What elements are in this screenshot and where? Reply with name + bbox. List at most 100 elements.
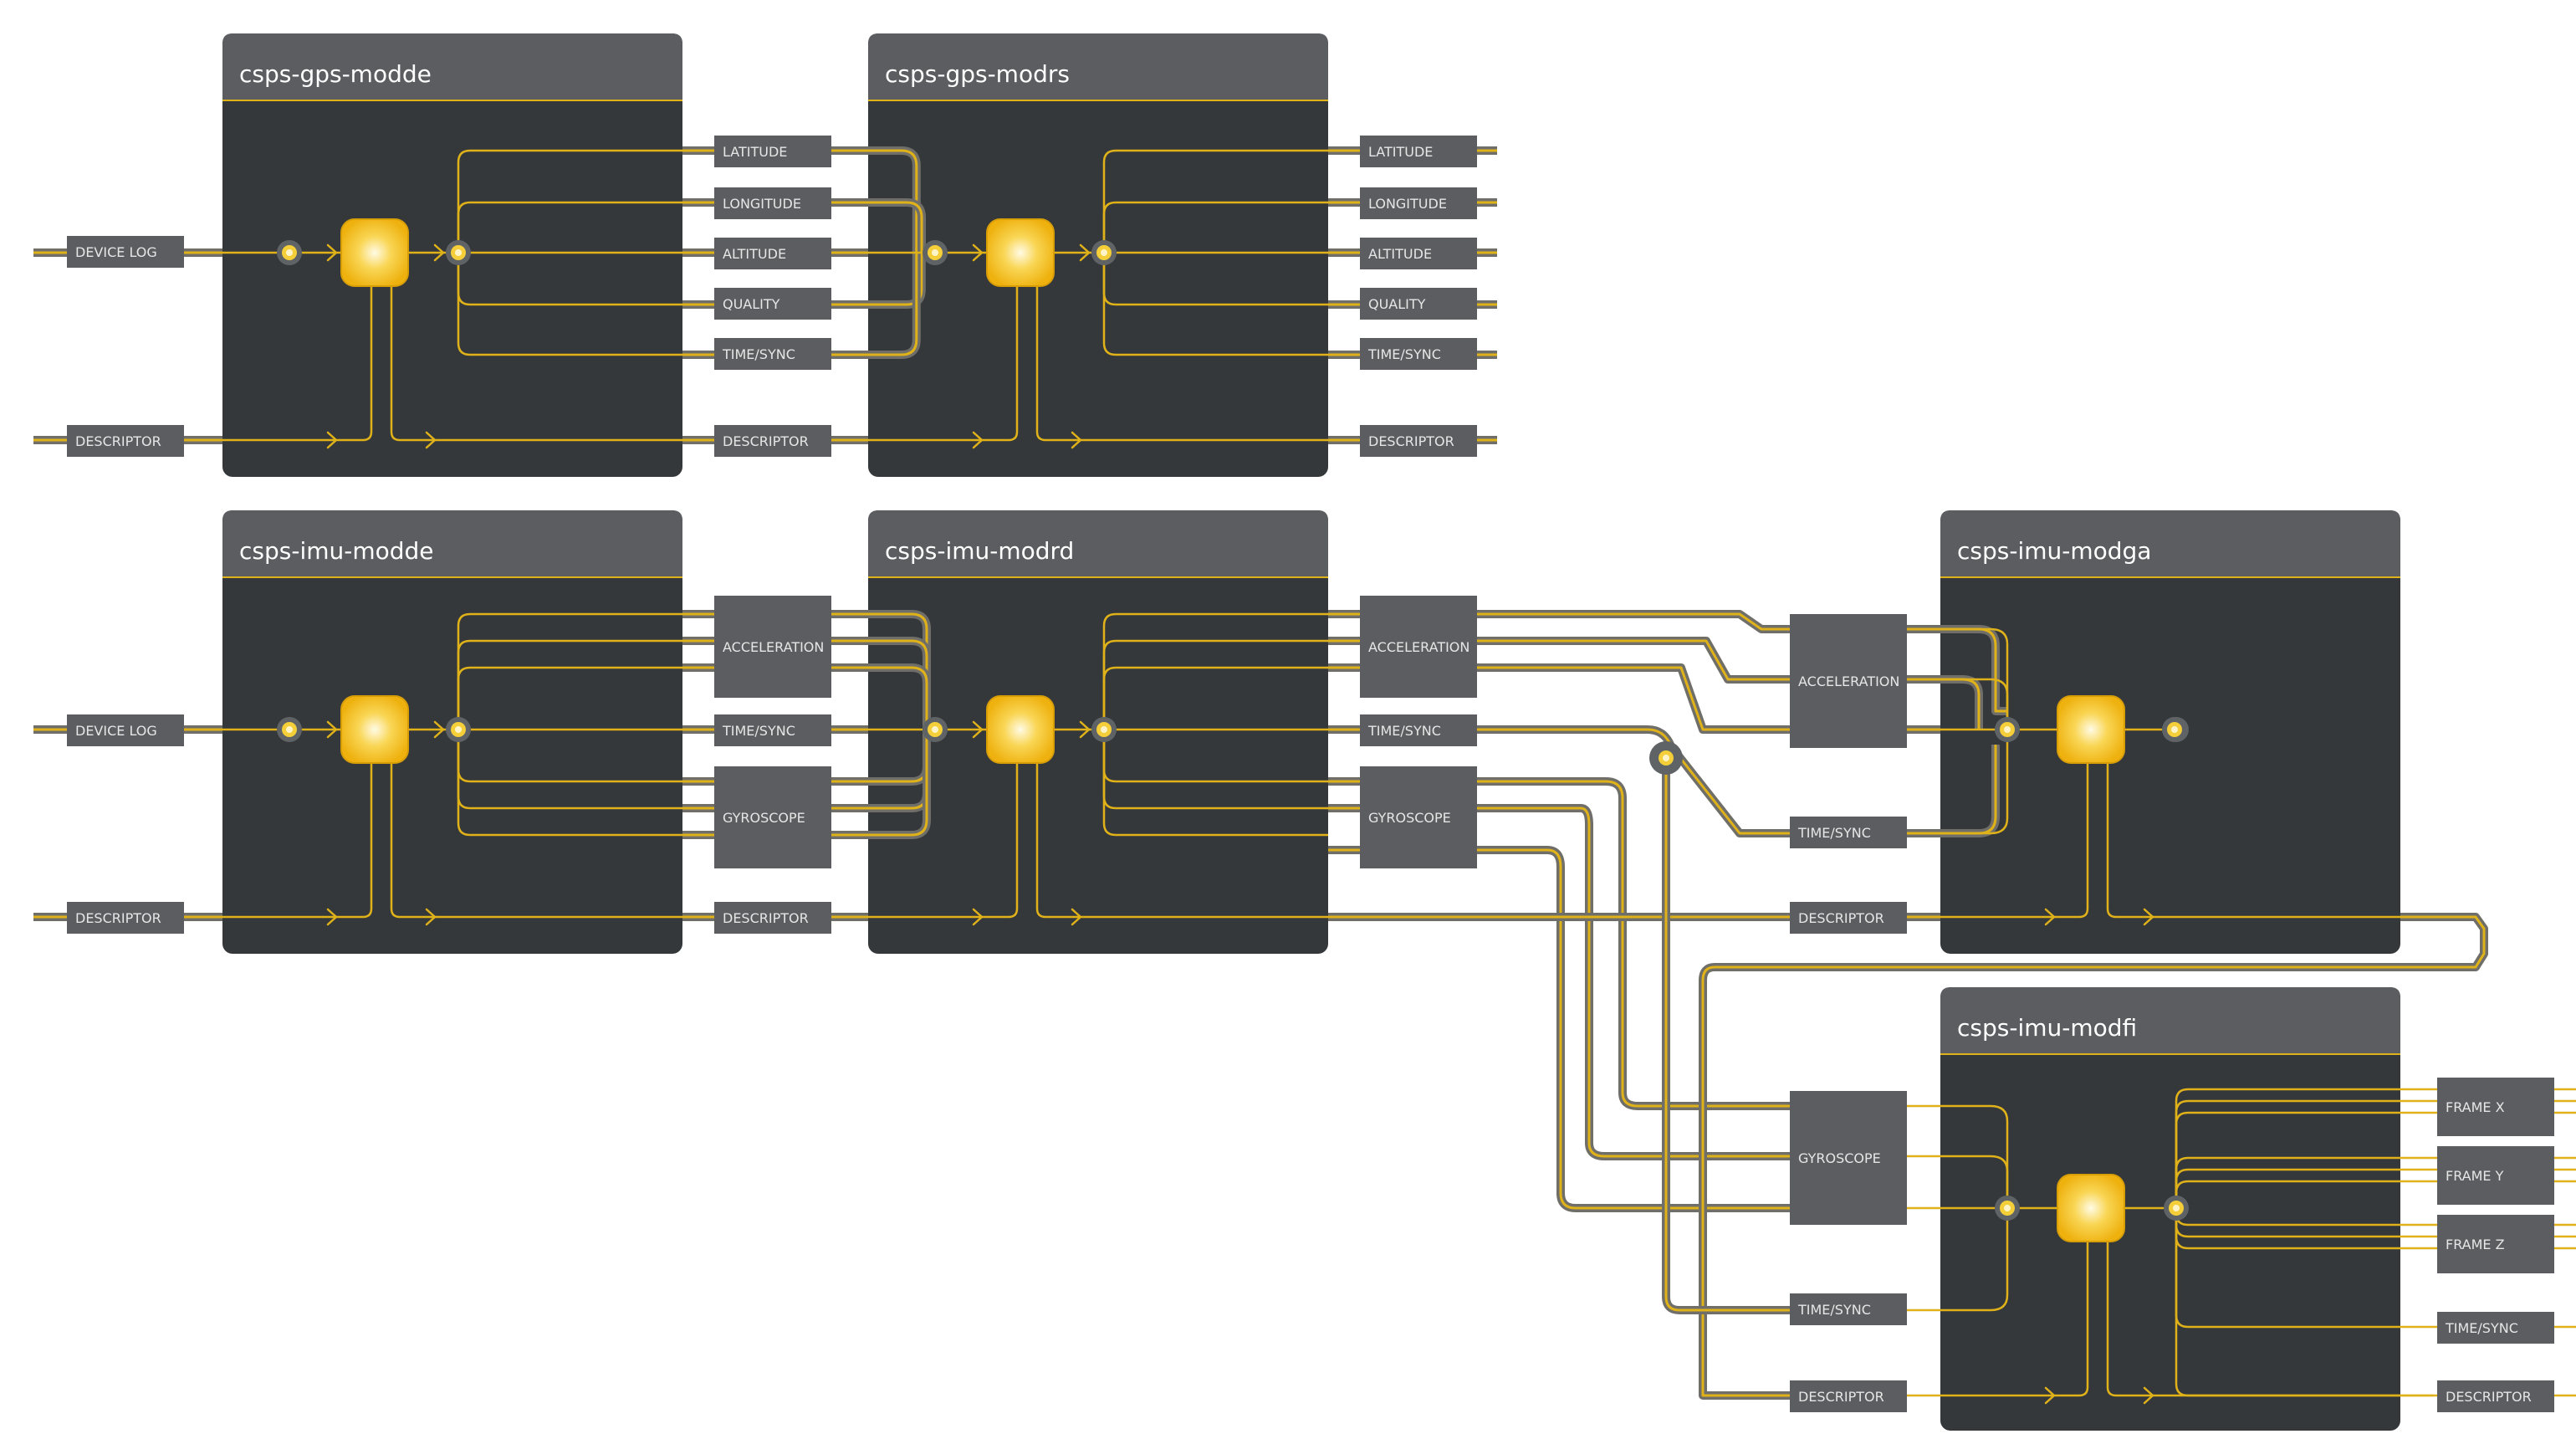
port-label: TIME/SYNC [722, 346, 795, 362]
port-box [1790, 902, 1907, 934]
port-label: DESCRIPTOR [1798, 910, 1884, 926]
port-ird-acc[interactable]: ACCELERATION [1360, 596, 1477, 698]
port-ird-gyr[interactable]: GYROSCOPE [1360, 766, 1477, 868]
port-in-imu-devlog[interactable]: DEVICE LOG [67, 714, 184, 746]
port-in-gps-desc[interactable]: DESCRIPTOR [67, 425, 184, 457]
port-label: FRAME Z [2446, 1237, 2505, 1252]
port-ide-time[interactable]: TIME/SYNC [714, 714, 831, 746]
processor-block [986, 695, 1055, 764]
port-box [1360, 425, 1477, 457]
port-gde-time[interactable]: TIME/SYNC [714, 338, 831, 370]
internal-line [868, 286, 1019, 442]
wire-core [682, 666, 928, 730]
port-gde-lon[interactable]: LONGITUDE [714, 187, 831, 219]
internal-line [1907, 1104, 2009, 1208]
wire-core [682, 253, 918, 356]
port-box [714, 596, 831, 698]
port-ifi-fx[interactable]: FRAME X [2437, 1078, 2554, 1136]
time-sync-split-junction [1649, 741, 1683, 775]
port-ide-gyr[interactable]: GYROSCOPE [714, 766, 831, 868]
internal-line [2175, 1156, 2576, 1208]
port-ifi-time[interactable]: TIME/SYNC [1790, 1293, 1907, 1325]
port-label: ACCELERATION [1798, 673, 1899, 689]
port-grs-lat[interactable]: LATITUDE [1360, 136, 1477, 167]
port-label: DESCRIPTOR [2446, 1389, 2532, 1405]
junction-dot [455, 726, 462, 733]
output-junction [446, 240, 471, 265]
port-box [714, 338, 831, 370]
internal-line [2175, 1099, 2576, 1208]
wire-core [682, 149, 918, 253]
junction-dot [286, 249, 293, 256]
port-box [1790, 1293, 1907, 1325]
wire [682, 146, 921, 253]
port-ifi-fy[interactable]: FRAME Y [2437, 1146, 2554, 1205]
junction-dot [2173, 1205, 2180, 1211]
internal-line [457, 612, 682, 730]
port-iga-acc[interactable]: ACCELERATION [1790, 614, 1907, 748]
wire [682, 198, 926, 253]
internal-line [222, 286, 373, 442]
port-grs-desc[interactable]: DESCRIPTOR [1360, 425, 1477, 457]
port-label: LONGITUDE [723, 196, 801, 212]
input-junction [277, 240, 302, 265]
port-iga-desc[interactable]: DESCRIPTOR [1790, 902, 1907, 934]
port-in-gps-devlog[interactable]: DEVICE LOG [67, 236, 184, 268]
input-junction [923, 240, 948, 265]
port-label: DESCRIPTOR [723, 433, 809, 449]
port-grs-qual[interactable]: QUALITY [1360, 288, 1477, 320]
port-grs-time[interactable]: TIME/SYNC [1360, 338, 1477, 370]
node-header [1940, 510, 2400, 577]
port-ifi-gyr[interactable]: GYROSCOPE [1790, 1091, 1907, 1225]
node-title: csps-gps-modrs [885, 60, 1070, 88]
port-ird-time[interactable]: TIME/SYNC [1360, 714, 1477, 746]
input-junction [1995, 1196, 2020, 1221]
port-gde-qual[interactable]: QUALITY [714, 288, 831, 320]
internal-line [2175, 1208, 2576, 1397]
internal-line [868, 763, 1019, 919]
port-label: TIME/SYNC [722, 723, 795, 739]
internal-line [390, 286, 682, 442]
marker-layer [277, 218, 2189, 1405]
output-junction-terminal [2162, 717, 2187, 742]
port-label: ALTITUDE [1368, 246, 1432, 262]
port-ide-acc[interactable]: ACCELERATION [714, 596, 831, 698]
port-ide-desc[interactable]: DESCRIPTOR [714, 902, 831, 934]
wire-core [682, 639, 928, 730]
arrow-marker [972, 720, 984, 739]
junction-dot [932, 249, 938, 256]
port-gde-alt[interactable]: ALTITUDE [714, 238, 831, 269]
port-ifi-otime[interactable]: TIME/SYNC [2437, 1312, 2554, 1344]
port-gde-lat[interactable]: LATITUDE [714, 136, 831, 167]
port-grs-alt[interactable]: ALTITUDE [1360, 238, 1477, 269]
internal-line [2175, 1111, 2576, 1208]
port-ifi-odesc[interactable]: DESCRIPTOR [2437, 1380, 2554, 1412]
port-gde-desc[interactable]: DESCRIPTOR [714, 425, 831, 457]
internal-line [1102, 612, 1328, 730]
internal-line [1102, 253, 1328, 356]
port-box [714, 902, 831, 934]
node-title: csps-imu-modfi [1957, 1014, 2137, 1042]
processor-block [340, 218, 409, 287]
port-box [1360, 766, 1477, 868]
port-box [714, 425, 831, 457]
port-in-imu-desc[interactable]: DESCRIPTOR [67, 902, 184, 934]
port-ifi-fz[interactable]: FRAME Z [2437, 1215, 2554, 1273]
port-iga-time[interactable]: TIME/SYNC [1790, 817, 1907, 848]
internal-line [2175, 1168, 2576, 1208]
arrow-marker [425, 908, 437, 926]
wire-core [682, 612, 928, 730]
wire-core [1328, 807, 1790, 1158]
wire [682, 730, 931, 839]
port-label: FRAME X [2446, 1099, 2505, 1115]
port-box [67, 236, 184, 268]
internal-line [1035, 763, 1328, 919]
port-ifi-desc[interactable]: DESCRIPTOR [1790, 1380, 1907, 1412]
output-junction [1091, 240, 1117, 265]
junction-dot [2004, 1205, 2011, 1211]
port-grs-lon[interactable]: LONGITUDE [1360, 187, 1477, 219]
port-label: TIME/SYNC [1367, 723, 1441, 739]
port-label: DESCRIPTOR [75, 433, 161, 449]
internal-line [457, 639, 682, 730]
wire [682, 637, 931, 730]
